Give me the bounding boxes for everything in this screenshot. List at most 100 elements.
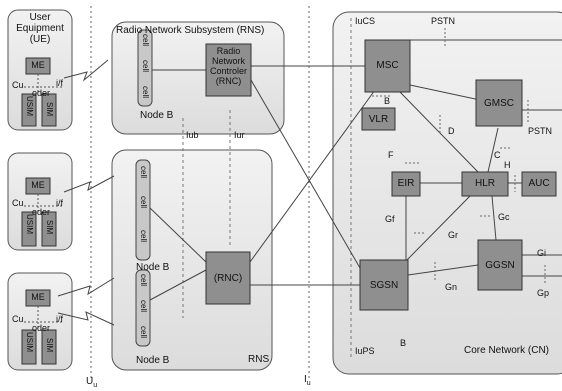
me-label-3: ME xyxy=(31,292,45,302)
coder-label-1: oder xyxy=(32,88,51,98)
msc-box xyxy=(364,39,411,93)
iu-label-main: I xyxy=(304,374,307,385)
gmsc-hlr-link xyxy=(487,127,499,173)
rnc2-label: (RNC) xyxy=(213,273,243,284)
rnc1-label: Radio Network Controler (RNC) xyxy=(206,46,251,86)
vlr-box xyxy=(361,107,396,131)
coder-label-3: oder xyxy=(32,323,51,333)
rns-title: Radio Network Subsystem (RNS) xyxy=(116,25,265,36)
ue-title: User Equipment (UE) xyxy=(10,12,70,45)
msc-label: MSC xyxy=(376,60,399,71)
uu-label-sub: u xyxy=(93,382,98,389)
usim-label-2: USIM xyxy=(25,214,34,234)
sgsn-box xyxy=(359,259,409,311)
rnc1-box xyxy=(205,43,252,97)
nodeb-label-1: Node B xyxy=(140,110,174,121)
iups-label: IuPS xyxy=(355,346,375,356)
iub-label: Iub xyxy=(186,130,199,140)
ggsn-label: GGSN xyxy=(485,260,515,271)
radio-link-1 xyxy=(63,59,109,82)
usim-label-3: USIM xyxy=(25,332,34,352)
cell-label-2c: cell xyxy=(139,230,148,243)
cell-label-3b: cell xyxy=(139,300,148,313)
auc-label: AUC xyxy=(528,178,550,189)
rns-label: RNS xyxy=(248,354,270,365)
radio-link-3 xyxy=(57,277,115,297)
me-label-1: ME xyxy=(31,60,45,70)
gp-label: Gp xyxy=(537,288,550,298)
cell-label-3a: cell xyxy=(139,274,148,287)
radio-link-4 xyxy=(57,311,115,326)
eir-box xyxy=(391,171,421,197)
hlr-ggsn-link xyxy=(491,195,497,241)
interface-ticks xyxy=(372,28,546,285)
hlr-label: HLR xyxy=(474,178,495,189)
rnc1-label-line1: Radio xyxy=(216,46,241,56)
if-label-2: i/f xyxy=(56,198,64,208)
ggsn-box xyxy=(477,239,523,291)
ue-title-line2: Equipment xyxy=(16,23,64,34)
auc-box xyxy=(521,171,557,197)
iur-label: Iur xyxy=(234,130,245,140)
sim-label-3: SIM xyxy=(45,338,54,353)
pstn-label-1: PSTN xyxy=(431,16,456,26)
gc-label: Gc xyxy=(498,212,510,222)
cell-label-3c: cell xyxy=(139,326,148,339)
rnc1-label-line2: Network xyxy=(211,56,245,66)
sgsn-hlr-link xyxy=(404,195,471,263)
cell-label-2b: cell xyxy=(139,196,148,209)
sim-label-1: SIM xyxy=(45,102,54,117)
gmsc-box xyxy=(475,79,523,127)
f-label: F xyxy=(388,150,394,160)
uu-label-main: U xyxy=(86,376,94,387)
hlr-box xyxy=(461,171,509,197)
iu-label-sub: u xyxy=(306,380,311,387)
ue-title-line3: (UE) xyxy=(29,34,51,45)
nodeb2-cells xyxy=(135,159,151,261)
ue-dashed-links xyxy=(24,74,62,330)
rnc1-sgsn-link xyxy=(250,79,361,269)
cell-label-1a: cell xyxy=(141,34,150,47)
radio-link-2 xyxy=(63,175,115,193)
rns-box-2 xyxy=(111,149,273,371)
nodeb-label-3: Node B xyxy=(136,355,170,366)
rnc2-box xyxy=(205,251,251,305)
core-network-label: Core Network (CN) xyxy=(464,345,550,356)
cu-label-1: Cu xyxy=(12,80,24,90)
nodeb3-cells xyxy=(135,269,151,347)
me-label-2: ME xyxy=(31,180,45,190)
coder-label-2: oder xyxy=(32,207,51,217)
iu-label: Iu xyxy=(304,374,311,389)
b-label-1: B xyxy=(384,96,391,106)
ue-title-line1: User xyxy=(29,12,51,23)
gn-label: Gn xyxy=(445,282,458,292)
cell-label-1c: cell xyxy=(141,86,150,99)
rnc1-label-line3: Controler xyxy=(209,66,247,76)
c-label: C xyxy=(494,150,501,160)
gf-label: Gf xyxy=(385,214,395,224)
nodeb-label-2: Node B xyxy=(136,262,170,273)
if-label-1: i/f xyxy=(56,78,64,88)
cu-label-3: Cu xyxy=(12,314,24,324)
cu-label-2: Cu xyxy=(12,198,24,208)
pstn-label-2: PSTN xyxy=(528,126,553,136)
nodeb2-rnc2-link xyxy=(149,207,207,263)
sgsn-label: SGSN xyxy=(369,280,399,291)
cell-label-1b: cell xyxy=(141,60,150,73)
gmsc-label: GMSC xyxy=(484,98,514,109)
rnc1-label-line4: (RNC) xyxy=(215,76,242,86)
h-label: H xyxy=(504,160,511,170)
gi-label: Gi xyxy=(537,248,546,258)
sim-label-2: SIM xyxy=(45,220,54,235)
if-label-3: i/f xyxy=(56,314,64,324)
gr-label: Gr xyxy=(448,230,458,240)
b-label-2: B xyxy=(400,338,407,348)
uu-label: Uu xyxy=(86,376,97,391)
sgsn-ggsn-link xyxy=(407,264,479,276)
rnc2-msc-link xyxy=(249,89,376,263)
iucs-label: IuCS xyxy=(355,16,376,26)
msc-gmsc-link xyxy=(409,84,481,101)
vlr-label: VLR xyxy=(368,114,389,125)
